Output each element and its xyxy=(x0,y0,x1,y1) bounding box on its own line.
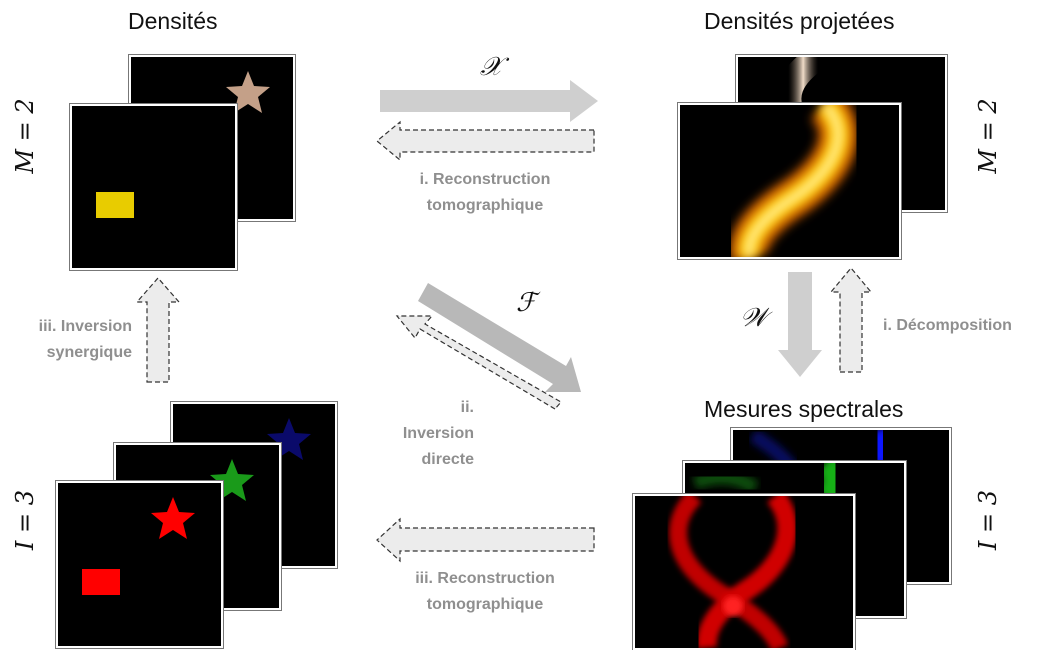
caption-inv-dir-line1: ii. xyxy=(460,399,474,416)
label-i-right: I = 3 xyxy=(974,489,1002,551)
label-m-right: M = 2 xyxy=(974,98,1002,174)
shapes-red xyxy=(82,497,195,595)
caption-inv-syn-line1: iii. Inversion xyxy=(38,318,132,335)
caption-recon-bottom-line2: tomographique xyxy=(426,596,544,613)
caption-inversion-directe: ii. Inversion directe xyxy=(360,395,474,473)
caption-recon-top-line2: tomographique xyxy=(426,197,544,214)
caption-decomposition: i. Décomposition xyxy=(883,317,1012,334)
title-densites: Densités xyxy=(128,8,218,34)
rectangle-shape xyxy=(96,192,134,218)
caption-recon-bottom-line1: iii. Reconstruction xyxy=(415,570,555,587)
label-i-left: I = 3 xyxy=(11,489,39,551)
arrow-reconstruction-top xyxy=(376,120,595,162)
sinogram-yellow xyxy=(729,105,859,257)
caption-inv-dir-line2: Inversion xyxy=(402,425,474,442)
spectral-density-panel-red xyxy=(56,481,223,648)
arrow-inversion-synergique xyxy=(135,277,181,383)
arrow-x-forward xyxy=(380,80,598,122)
title-mesures-spectrales: Mesures spectrales xyxy=(704,396,904,422)
star-shape xyxy=(226,71,270,113)
arrow-reconstruction-bottom xyxy=(376,517,595,563)
density-panel-front xyxy=(70,104,237,270)
caption-recon-top-line1: i. Reconstruction xyxy=(419,171,551,188)
caption-inversion-synergique: iii. Inversion synergique xyxy=(0,314,132,366)
arrow-decomposition xyxy=(829,267,873,373)
arrow-w-down xyxy=(778,272,822,377)
title-densites-projetees: Densités projetées xyxy=(704,8,895,34)
arrow-f-forward xyxy=(418,283,581,392)
label-m-left: M = 2 xyxy=(11,98,39,174)
measure-panel-red xyxy=(633,494,855,650)
caption-recon-top: i. Reconstruction tomographique xyxy=(395,167,575,219)
operator-f: ℱ xyxy=(516,288,537,318)
sinogram-red xyxy=(669,496,798,648)
caption-recon-bottom: iii. Reconstruction tomographique xyxy=(395,566,575,618)
caption-inv-dir-line3: directe xyxy=(421,451,474,468)
operator-x: 𝒳 xyxy=(480,52,503,82)
operator-w: 𝒲 xyxy=(740,303,768,333)
caption-inv-syn-line2: synergique xyxy=(46,344,132,361)
projected-panel-front xyxy=(678,103,901,259)
